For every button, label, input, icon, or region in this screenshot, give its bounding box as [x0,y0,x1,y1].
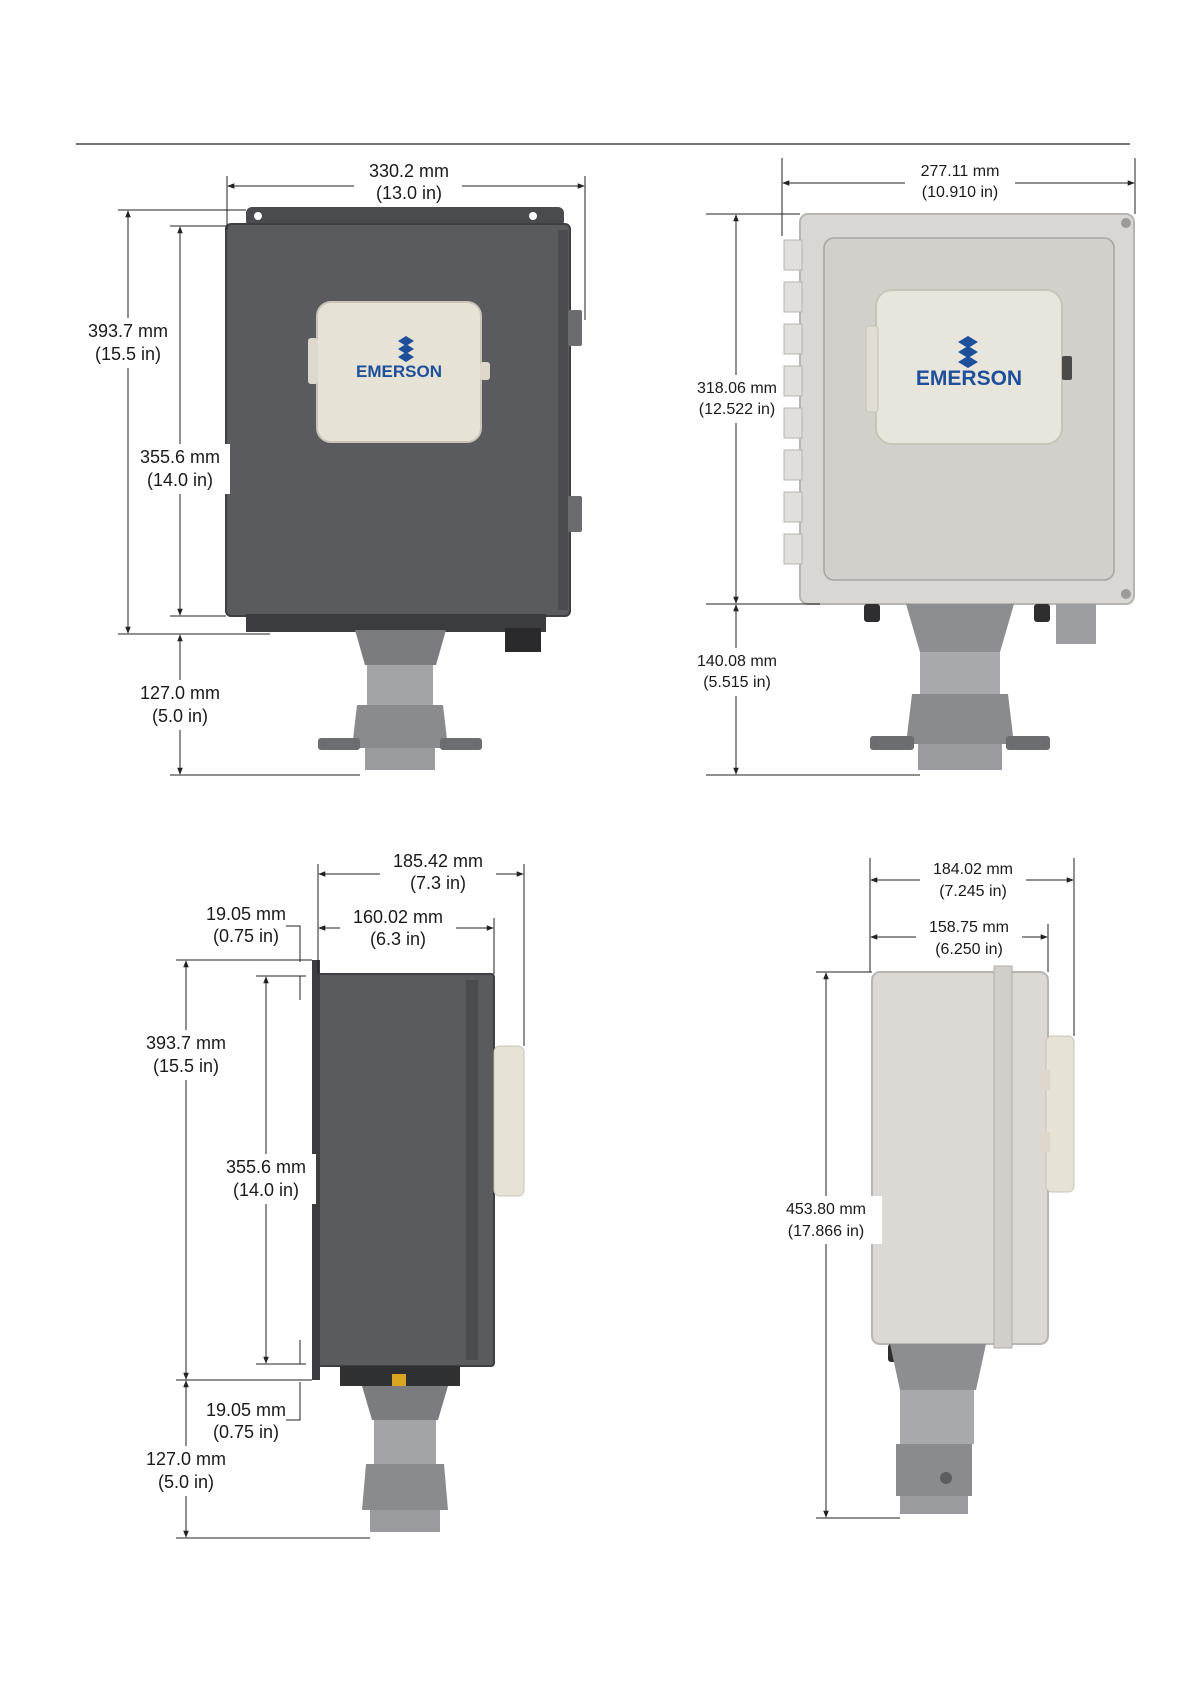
front-dark-view: EMERSON 330.2 mm (13.0 in) 393.7 mm (15.… [78,160,586,776]
probe-manifold [896,1444,972,1496]
probe-foot [918,744,1002,770]
door-edge [466,980,478,1360]
dim-offset-bottom-mm: 19.05 mm [206,1400,286,1420]
bottom-rail [246,614,546,632]
emerson-logo-icon [958,336,978,368]
dim-height-outer-in: (15.5 in) [95,344,161,364]
cover-tab [865,325,879,413]
cover-plate-side [493,1045,525,1197]
probe-manifold [352,705,448,748]
probe-foot [900,1496,968,1514]
dim-offset-top-mm: 19.05 mm [206,904,286,924]
emerson-logo-text: EMERSON [356,362,442,381]
connector-box [505,628,541,652]
dim-height-inner-in: (14.0 in) [233,1180,299,1200]
dim-depth-outer-mm: 185.42 mm [393,851,483,871]
dim-bottom-in: (5.515 in) [703,674,771,691]
probe-body [920,652,1000,694]
cover-latch [1062,356,1072,380]
corner-screw [1121,218,1131,228]
dim-height-inner-mm: 355.6 mm [140,447,220,467]
cover-tab [308,338,318,384]
dim-width-mm: 277.11 mm [921,163,1000,180]
emerson-logo-text: EMERSON [916,367,1022,390]
probe-foot [370,1510,440,1532]
dim-height-outer-mm: 393.7 mm [146,1033,226,1053]
probe-manifold [362,1464,448,1510]
dim-height-outer-mm: 393.7 mm [88,321,168,341]
fitting-left [870,736,914,750]
dim-height-inner-in: (14.0 in) [147,470,213,490]
hinge-strip [783,239,803,565]
fitting-left [318,738,360,750]
emerson-logo-icon [398,336,414,362]
dim-depth-inner-in: (6.3 in) [370,929,426,949]
cable-gland [1034,604,1050,622]
latch [568,310,582,346]
dim-height-mm: 318.06 mm [697,380,777,397]
probe-body [374,1420,436,1464]
probe-neck [355,630,446,665]
probe-body [367,665,433,705]
dim-bottom-mm: 127.0 mm [140,683,220,703]
enclosure-body [871,971,1049,1345]
cover-plate-side [1045,1035,1075,1193]
dim-bottom-in: (5.0 in) [152,706,208,726]
front-light-view: EMERSON 277.11 mm (10.910 in) 318.06 mm … [692,158,1136,776]
dim-depth-inner-mm: 158.75 mm [929,919,1009,936]
corner-screw [1121,589,1131,599]
probe-foot [365,748,435,770]
probe-neck [362,1386,448,1420]
dim-height-outer-in: (15.5 in) [153,1056,219,1076]
cover-tab [1040,1070,1050,1090]
cover-tab [480,362,490,380]
dim-width-in: (13.0 in) [376,183,442,203]
dim-width-mm: 330.2 mm [369,161,449,181]
latch [568,496,582,532]
fitting-port [940,1472,952,1484]
dim-depth-inner-mm: 160.02 mm [353,907,443,927]
mounting-hole [529,212,537,220]
dim-bottom-mm: 140.08 mm [697,653,777,670]
side-port [1056,604,1096,644]
enclosure-door-edge [558,230,568,610]
mounting-hole [254,212,262,220]
cover-tab [1040,1132,1050,1152]
dim-height-inner-mm: 355.6 mm [226,1157,306,1177]
dim-depth-inner-in: (6.250 in) [935,941,1003,958]
dim-height-in: (17.866 in) [788,1223,865,1240]
dim-offset-top-in: (0.75 in) [213,926,279,946]
dim-height-mm: 453.80 mm [786,1201,866,1218]
fitting-right [1006,736,1050,750]
probe-manifold [906,694,1014,744]
dim-depth-outer-in: (7.245 in) [939,883,1007,900]
dim-width-in: (10.910 in) [922,184,999,201]
side-light-view: 184.02 mm (7.245 in) 158.75 mm (6.250 in… [770,858,1075,1519]
probe-neck [890,1344,986,1390]
probe-body [900,1390,974,1444]
mounting-flange [246,207,564,227]
dim-height-in: (12.522 in) [699,401,776,418]
dim-offset-bottom-in: (0.75 in) [213,1422,279,1442]
side-dark-view: 185.42 mm (7.3 in) 160.02 mm (6.3 in) 19… [136,850,525,1539]
probe-neck [906,604,1014,652]
fitting-right [440,738,482,750]
dim-bottom-in: (5.0 in) [158,1472,214,1492]
dim-depth-outer-mm: 184.02 mm [933,861,1013,878]
dim-bottom-mm: 127.0 mm [146,1449,226,1469]
hinge-column [993,965,1013,1349]
dim-depth-outer-in: (7.3 in) [410,873,466,893]
cable-gland [864,604,880,622]
